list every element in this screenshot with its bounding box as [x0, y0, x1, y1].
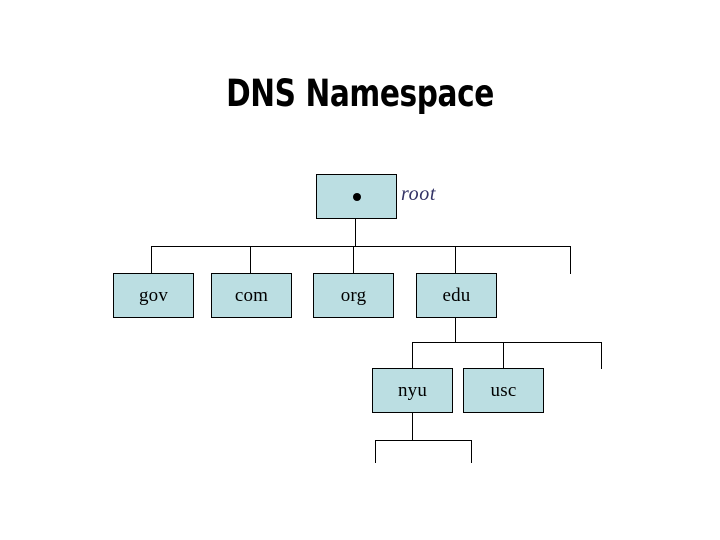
tree-node-nyu[interactable]: nyu [372, 368, 453, 413]
connector-drop-empty-level2 [570, 246, 571, 274]
root-side-label: root [401, 183, 436, 205]
connector-edu-stem [455, 318, 456, 343]
tree-node-usc[interactable]: usc [463, 368, 544, 413]
connector-level4-bus [375, 440, 472, 441]
connector-drop-empty-level3 [601, 342, 602, 369]
tree-node-nyu-label: nyu [397, 380, 428, 401]
connector-level3-bus [412, 342, 602, 343]
connector-drop-org [353, 246, 354, 274]
connector-level2-bus [151, 246, 571, 247]
tree-node-root[interactable] [316, 174, 397, 219]
connector-root-stem [355, 219, 356, 247]
tree-node-usc-label: usc [490, 380, 517, 401]
tree-node-edu-label: edu [442, 285, 471, 306]
connector-drop-com [250, 246, 251, 274]
connector-drop-usc [503, 342, 504, 369]
tree-node-gov[interactable]: gov [113, 273, 194, 318]
connector-drop-gov [151, 246, 152, 274]
page-title: DNS Namespace [226, 72, 494, 115]
connector-drop-nyu [412, 342, 413, 369]
tree-node-edu[interactable]: edu [416, 273, 497, 318]
connector-drop-empty-level4-right [471, 440, 472, 463]
tree-node-com[interactable]: com [211, 273, 292, 318]
tree-node-com-label: com [234, 285, 269, 306]
connector-drop-edu [455, 246, 456, 274]
connector-drop-empty-level4-left [375, 440, 376, 463]
dot-icon [352, 192, 361, 201]
tree-node-org[interactable]: org [313, 273, 394, 318]
tree-node-org-label: org [340, 285, 367, 306]
connector-nyu-stem [412, 413, 413, 440]
tree-node-gov-label: gov [138, 285, 169, 306]
